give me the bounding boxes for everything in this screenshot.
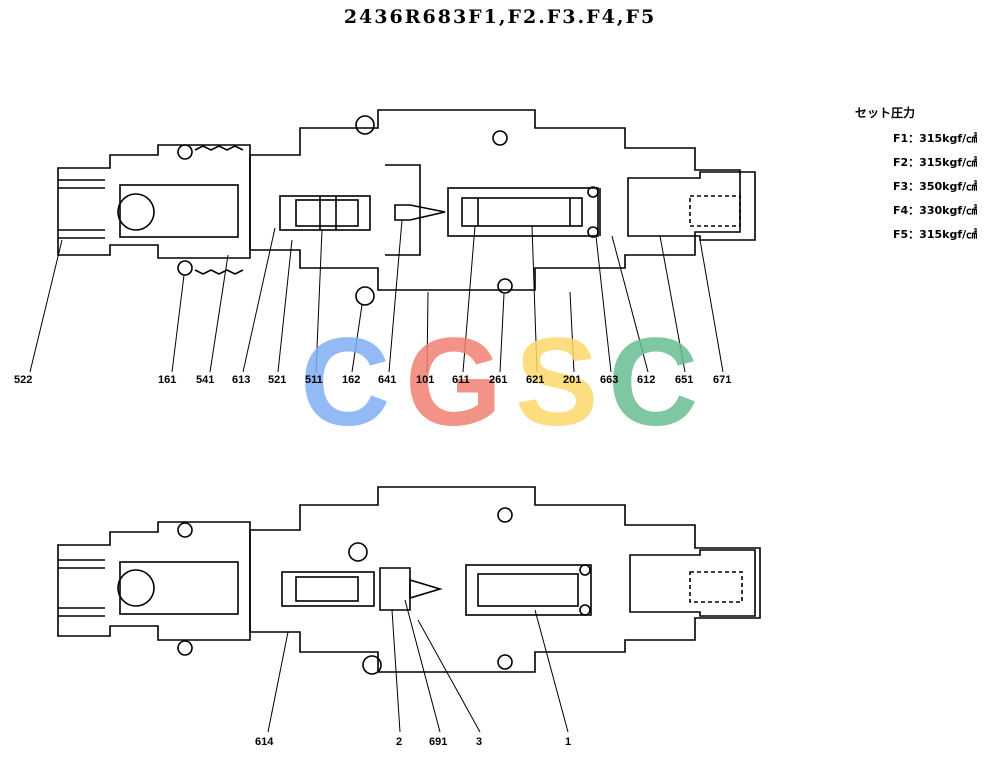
part-number-label: 2 bbox=[396, 736, 402, 748]
watermark-letter: C bbox=[300, 313, 390, 452]
part-number-label: 261 bbox=[489, 374, 507, 386]
watermark-letter: G bbox=[405, 313, 502, 452]
set-pressure-item: F1：315kgf/㎠ bbox=[893, 132, 978, 145]
part-number-label: 641 bbox=[378, 374, 396, 386]
part-number-label: 162 bbox=[342, 374, 360, 386]
set-pressure-item: F4：330kgf/㎠ bbox=[893, 204, 978, 217]
part-number-label: 161 bbox=[158, 374, 176, 386]
watermark-letter: S bbox=[515, 313, 598, 452]
set-pressure-item: F2：315kgf/㎠ bbox=[893, 156, 978, 169]
bottom-part-labels: 614 2 691 3 1 bbox=[255, 736, 571, 748]
part-number-label: 612 bbox=[637, 374, 655, 386]
top-leader-lines bbox=[29, 219, 724, 373]
valve-top-section bbox=[57, 109, 756, 306]
part-number-label: 522 bbox=[14, 374, 32, 386]
valve-bottom-section bbox=[57, 486, 761, 675]
part-number-label: 691 bbox=[429, 736, 447, 748]
set-pressure-list: F1：315kgf/㎠ F2：315kgf/㎠ F3：350kgf/㎠ F4：3… bbox=[893, 130, 977, 250]
drawing-title: 2436R683F1,F2.F3.F4,F5 bbox=[343, 6, 657, 28]
bottom-leader-lines bbox=[267, 599, 569, 733]
watermark-letter: C bbox=[608, 313, 698, 452]
part-number-label: 101 bbox=[416, 374, 434, 386]
part-number-label: 1 bbox=[565, 736, 571, 748]
part-number-label: 541 bbox=[196, 374, 214, 386]
part-number-label: 614 bbox=[255, 736, 274, 748]
part-number-label: 671 bbox=[713, 374, 731, 386]
part-number-label: 611 bbox=[452, 374, 470, 386]
set-pressure-item: F3：350kgf/㎠ bbox=[893, 180, 978, 193]
part-number-label: 621 bbox=[526, 374, 544, 386]
part-number-label: 521 bbox=[268, 374, 286, 386]
set-pressure-title: セット圧力 bbox=[855, 106, 916, 120]
part-number-label: 3 bbox=[476, 736, 482, 748]
part-number-label: 511 bbox=[305, 374, 323, 386]
top-part-labels: 522 161 541 613 521 511 162 641 101 611 … bbox=[14, 374, 731, 386]
part-number-label: 663 bbox=[600, 374, 618, 386]
part-number-label: 651 bbox=[675, 374, 693, 386]
part-number-label: 613 bbox=[232, 374, 250, 386]
cgsc-watermark: C G S C bbox=[300, 313, 698, 452]
set-pressure-item: F5：315kgf/㎠ bbox=[893, 228, 978, 241]
part-number-label: 201 bbox=[563, 374, 581, 386]
